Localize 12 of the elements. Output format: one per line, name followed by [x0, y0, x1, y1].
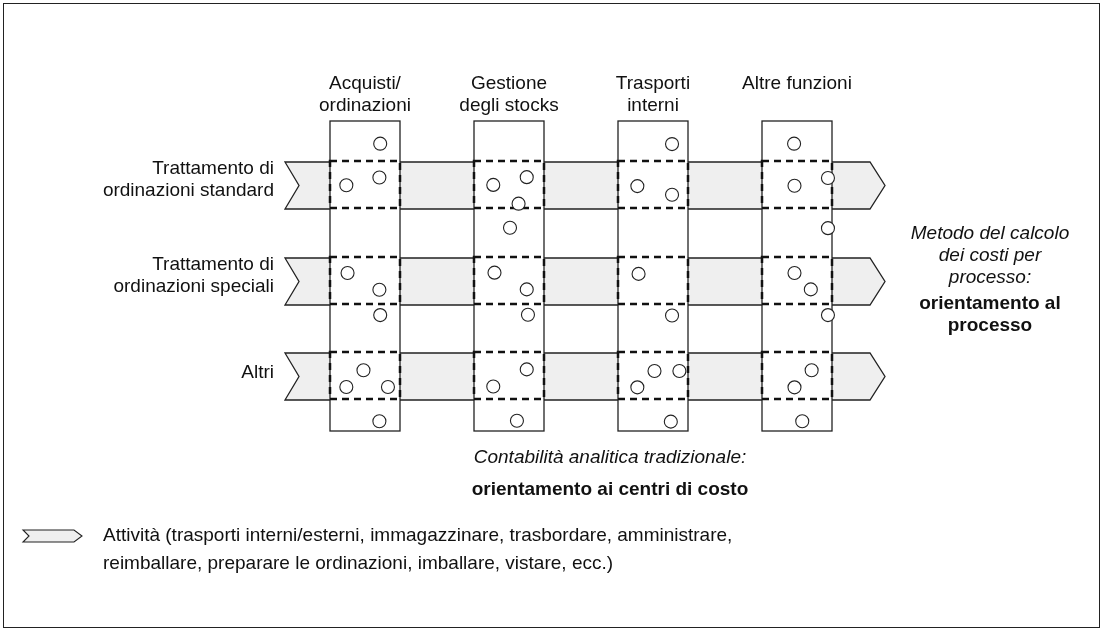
legend-text: Attività (trasporti interni/esterni, immagazzinare, trasbordare, amministrare, reimballare, preparare le ordinazioni, imballare, vistare, ecc.): [103, 523, 734, 575]
method-caption: orientamento ai centri di costo: [470, 478, 750, 500]
row-label: Trattamento di ordinazioni standard: [101, 157, 274, 201]
method-caption: orientamento al processo: [918, 292, 1062, 336]
column-heading: Trasporti interni: [614, 72, 692, 116]
column-heading: Gestione degli stocks: [458, 72, 560, 116]
row-label: Trattamento di ordinazioni speciali: [112, 253, 274, 297]
method-caption: Metodo del calcolo dei costi per processo:: [909, 222, 1071, 288]
column-heading: Acquisti/ ordinazioni: [318, 72, 412, 116]
row-label: Altri: [240, 361, 274, 383]
method-caption: Contabilità analitica tradizionale:: [472, 446, 748, 468]
column-heading: Altre funzioni: [741, 72, 853, 94]
